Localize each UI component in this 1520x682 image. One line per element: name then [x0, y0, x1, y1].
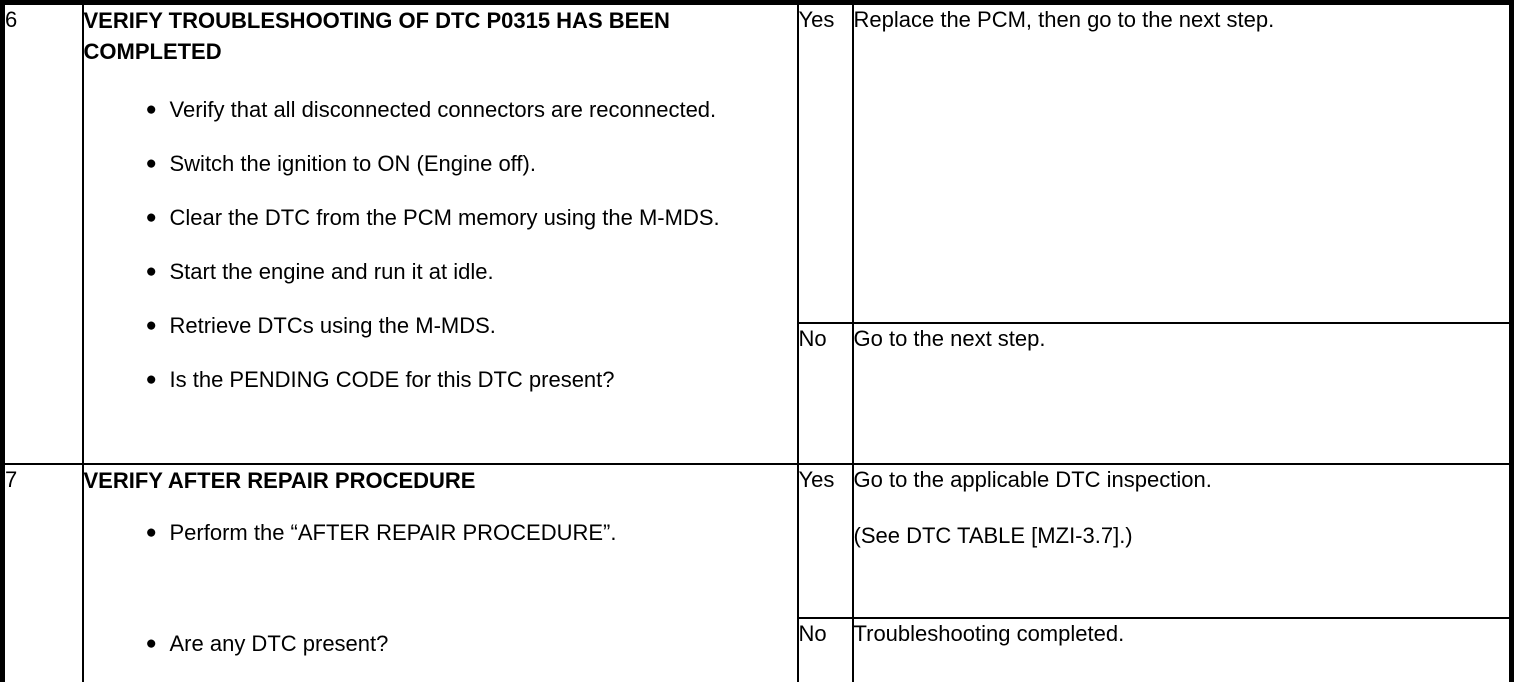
bullet-text: Are any DTC present?	[169, 630, 389, 656]
step-number: 6	[5, 7, 18, 32]
bullet-text: Perform the “AFTER REPAIR PROCEDURE”.	[169, 519, 617, 545]
answer-label: Yes	[798, 466, 835, 492]
bullet-icon: ●	[145, 369, 157, 390]
bullet-icon: ●	[145, 521, 157, 543]
answer-no-cell: No	[796, 616, 854, 682]
procedure-cell: VERIFY TROUBLESHOOTING OF DTC P0315 HAS …	[81, 1, 799, 465]
bullet-text: Retrieve DTCs using the M-MDS.	[169, 313, 496, 338]
answer-yes-cell: Yes	[796, 1, 854, 324]
table-row: No Go to the next step.	[3, 321, 1513, 465]
table-row: 6 VERIFY TROUBLESHOOTING OF DTC P0315 HA…	[1, 1, 1513, 465]
bullet-icon: ●	[145, 153, 157, 174]
list-item: ● Perform the “AFTER REPAIR PROCEDURE”.	[85, 518, 796, 548]
action-text: Replace the PCM, then go to the next ste…	[853, 7, 1275, 32]
action-yes-cell: Go to the applicable DTC inspection. (Se…	[851, 462, 1513, 619]
procedure-title: VERIFY TROUBLESHOOTING OF DTC P0315 HAS …	[83, 8, 670, 64]
bullet-text: Start the engine and run it at idle.	[169, 259, 494, 284]
answer-no-cell: No	[796, 321, 854, 465]
answer-label: No	[798, 325, 827, 351]
action-no-cell: Go to the next step.	[851, 321, 1513, 465]
list-item: ● Retrieve DTCs using the M-MDS.	[85, 311, 796, 341]
bullet-icon: ●	[145, 99, 157, 120]
bullet-icon: ●	[145, 315, 157, 336]
answer-yes-cell: Yes	[796, 462, 854, 619]
answer-label: Yes	[798, 7, 835, 32]
procedure-bullet-list: ● Verify that all disconnected connector…	[85, 95, 796, 395]
list-item: ● Verify that all disconnected connector…	[85, 95, 796, 125]
list-item: ● Is the PENDING CODE for this DTC prese…	[85, 365, 796, 395]
procedure-cell: VERIFY AFTER REPAIR PROCEDURE ● Perform …	[81, 462, 799, 682]
step-number-cell: 6	[1, 1, 84, 465]
action-text: Go to the applicable DTC inspection.	[853, 466, 1212, 492]
bullet-text: Is the PENDING CODE for this DTC present…	[169, 367, 615, 392]
bullet-icon: ●	[145, 261, 157, 282]
answer-label: No	[798, 620, 827, 646]
procedure-title: VERIFY AFTER REPAIR PROCEDURE	[83, 467, 476, 493]
bullet-icon: ●	[145, 632, 157, 654]
step-number: 7	[5, 466, 18, 492]
list-item: ● Are any DTC present?	[85, 629, 796, 659]
list-item: ● Switch the ignition to ON (Engine off)…	[85, 149, 796, 179]
list-item: ● Start the engine and run it at idle.	[85, 257, 796, 287]
bullet-text: Clear the DTC from the PCM memory using …	[169, 205, 720, 230]
bullet-text: Verify that all disconnected connectors …	[169, 97, 717, 122]
step-number-cell: 7	[1, 462, 84, 682]
action-no-cell: Troubleshooting completed.	[851, 616, 1513, 682]
bullet-text: Switch the ignition to ON (Engine off).	[169, 151, 536, 176]
action-text: Go to the next step.	[853, 325, 1046, 351]
procedure-bullet-list: ● Perform the “AFTER REPAIR PROCEDURE”. …	[85, 518, 796, 659]
table-row: No Troubleshooting completed.	[3, 616, 1513, 682]
action-yes-cell: Replace the PCM, then go to the next ste…	[851, 1, 1513, 324]
table-row: 7 VERIFY AFTER REPAIR PROCEDURE ● Perfor…	[1, 462, 1513, 682]
action-text: Troubleshooting completed.	[853, 620, 1125, 646]
action-reference-note: (See DTC TABLE [MZI-3.7].)	[853, 522, 1133, 548]
list-item: ● Clear the DTC from the PCM memory usin…	[85, 203, 796, 233]
bullet-icon: ●	[145, 207, 157, 228]
